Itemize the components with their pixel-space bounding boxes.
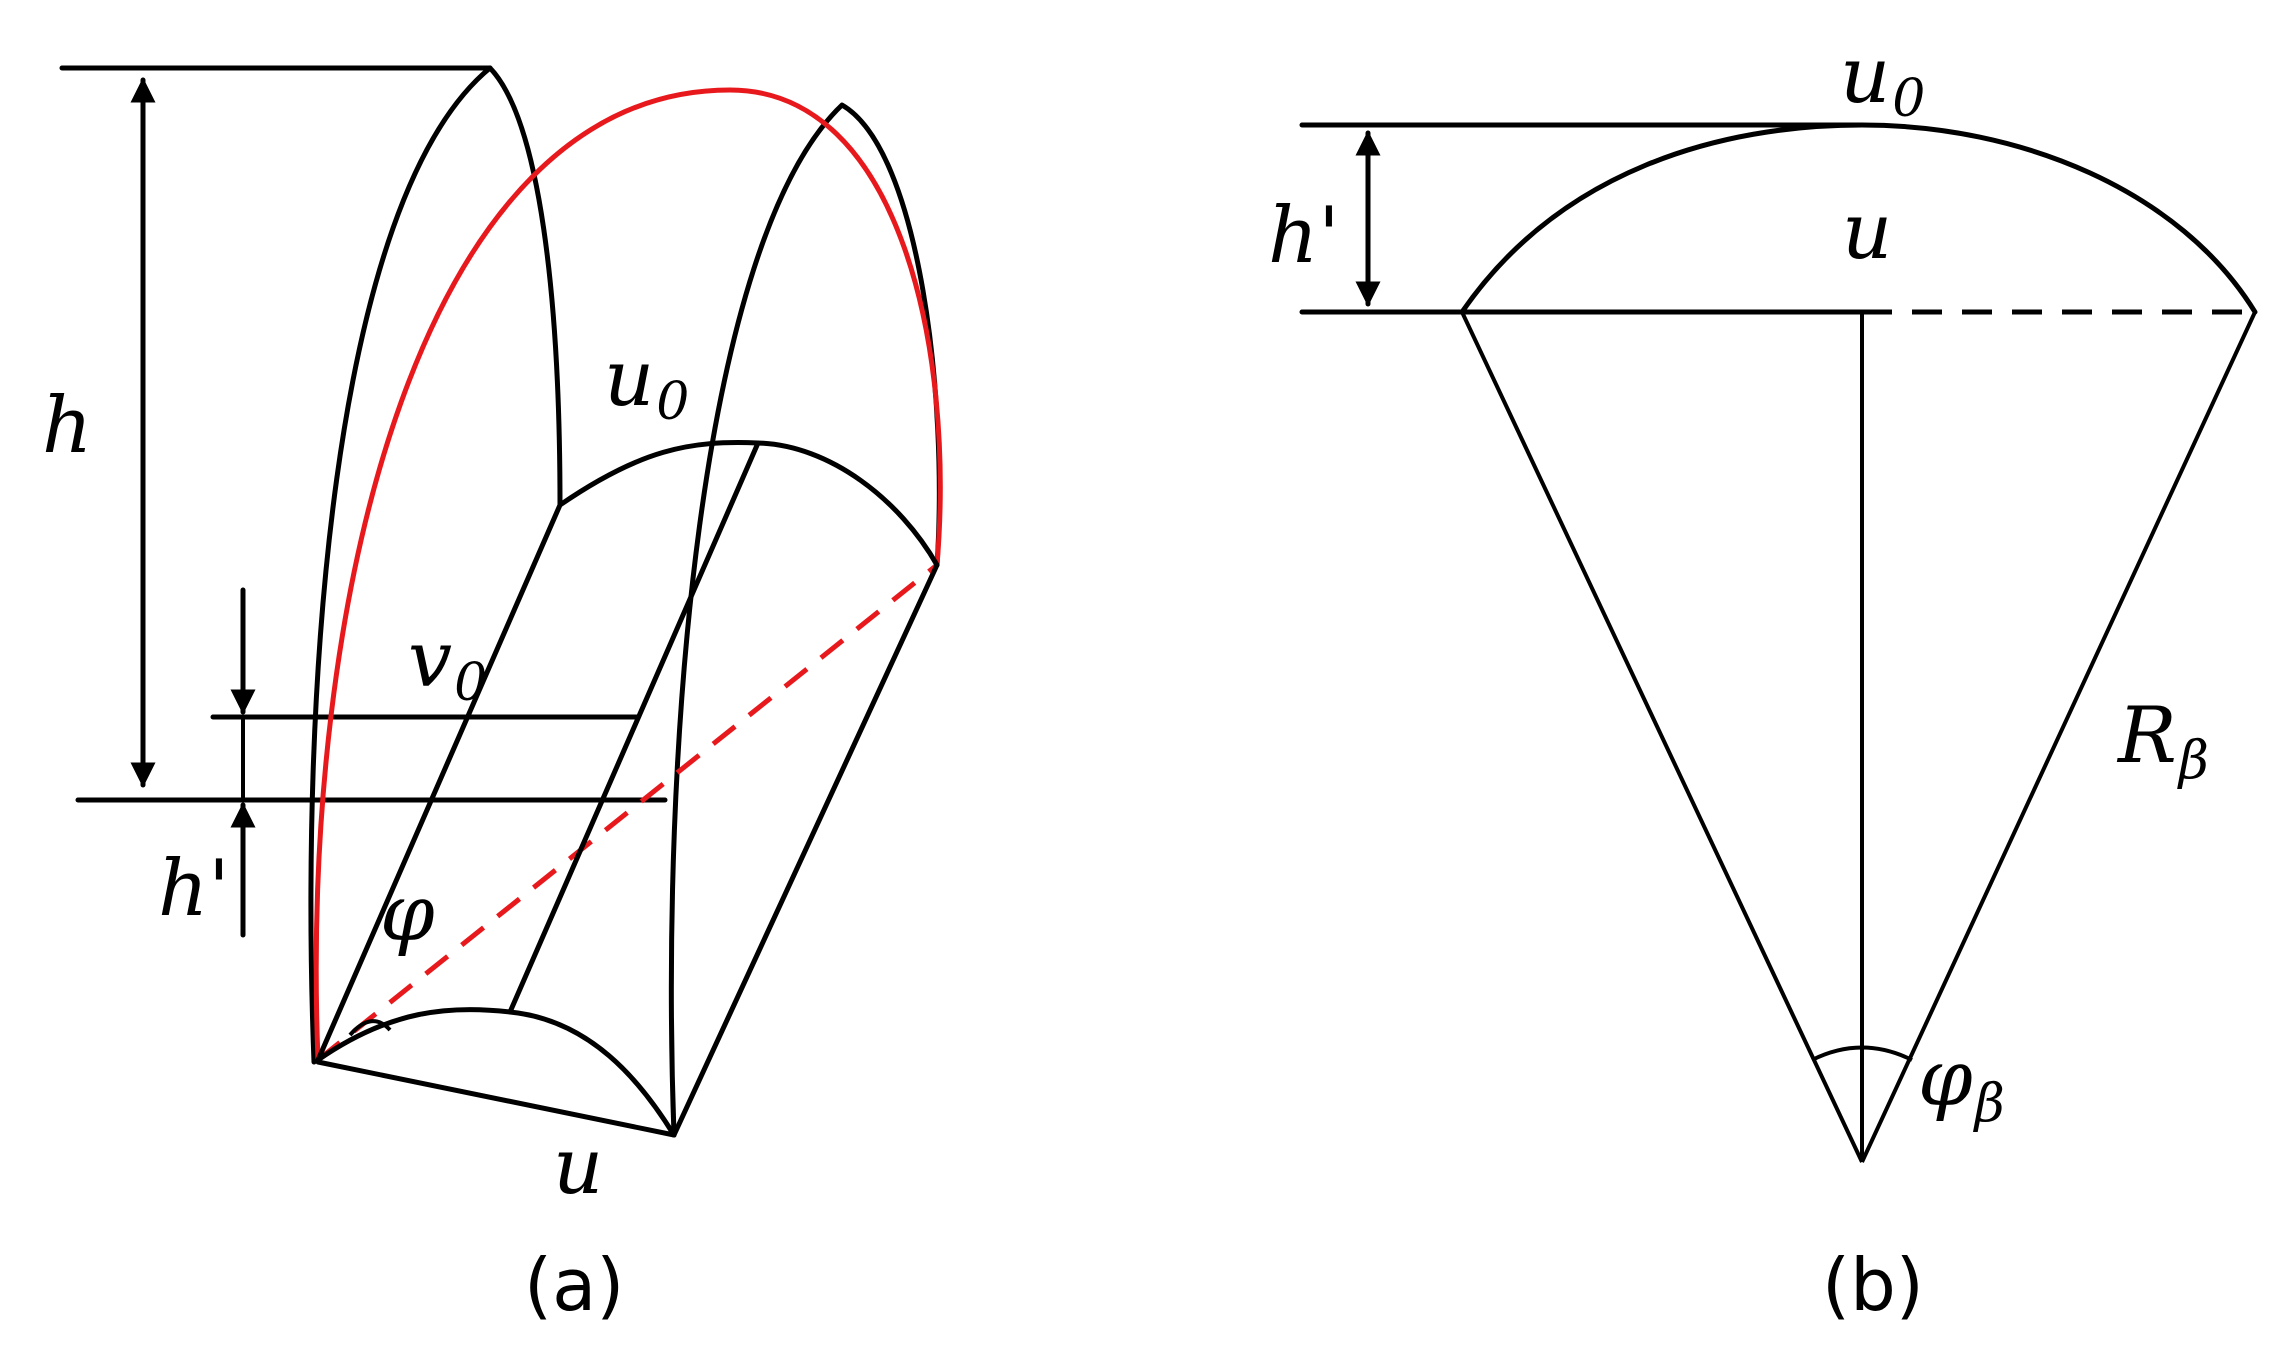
label-phi-beta: φβ	[1918, 1034, 2005, 1134]
label-h-prime-b: h'	[1268, 191, 1340, 281]
edge-right-long	[671, 562, 940, 1138]
label-v0: v0	[408, 615, 487, 713]
caption-a: (a)	[524, 1243, 624, 1327]
edge-left-long	[315, 502, 563, 1063]
b-phi-angle-arc	[1811, 1045, 1913, 1062]
panel-b: u0 h' u Rβ φβ (b)	[1268, 31, 2258, 1327]
panel-a: h h' u0 v0 φ u (a)	[42, 65, 943, 1327]
phi-angle-arc	[348, 1019, 392, 1037]
right-arch-edge	[668, 102, 942, 1138]
red-arch	[313, 87, 943, 1061]
b-radius-left	[1460, 311, 1864, 1163]
b-sector-arc	[1459, 122, 2258, 315]
label-u0-b: u0	[1840, 31, 1925, 129]
label-h: h	[42, 381, 92, 471]
label-u0-a: u0	[604, 334, 689, 432]
left-arch-edge	[308, 65, 563, 1065]
bottom-chord	[315, 1059, 677, 1138]
label-R-beta: Rβ	[2116, 691, 2209, 791]
edge-mid-long	[507, 440, 761, 1015]
caption-b: (b)	[1822, 1243, 1924, 1327]
label-h-prime: h'	[158, 844, 230, 934]
label-u-b: u	[1842, 187, 1892, 277]
label-phi-a: φ	[380, 869, 435, 959]
b-radius-right	[1860, 311, 2257, 1163]
red-dashed-diagonal	[316, 563, 939, 1062]
label-u-a: u	[553, 1122, 603, 1212]
